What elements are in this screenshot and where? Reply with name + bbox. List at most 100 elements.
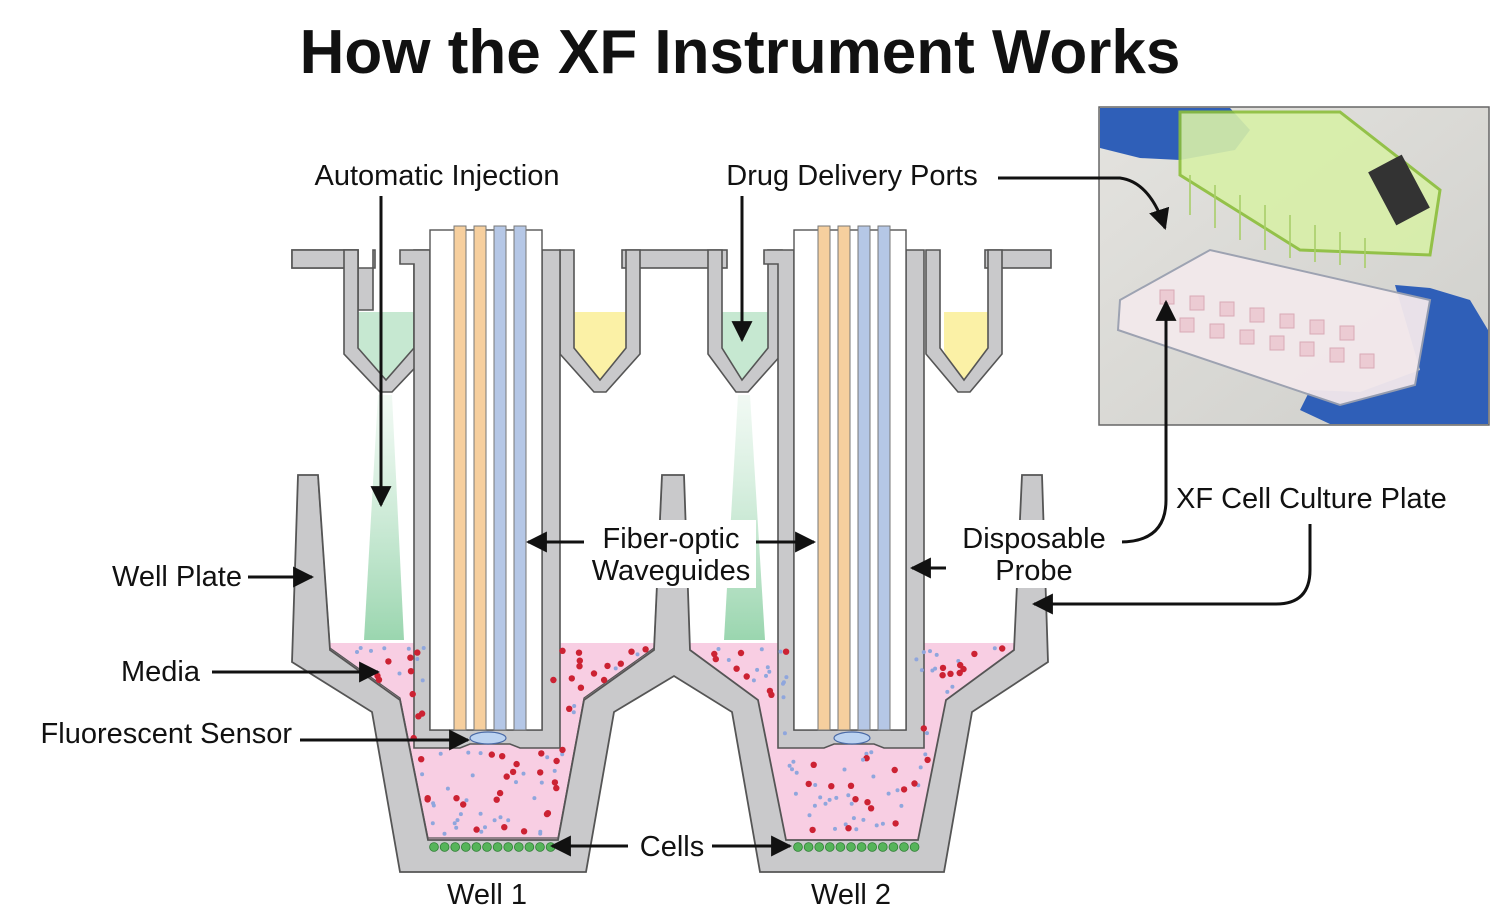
particle-red <box>733 665 740 672</box>
particle-red <box>568 675 575 682</box>
particle-blue <box>781 681 785 686</box>
particle-red <box>852 796 859 803</box>
particle-blue <box>415 657 420 661</box>
particle-red <box>805 780 812 788</box>
particle-red <box>828 783 835 790</box>
particle-red <box>460 801 467 808</box>
particle-red <box>453 795 460 802</box>
particle-blue <box>851 816 856 821</box>
label-media: Media <box>121 656 201 688</box>
particle-blue <box>442 831 447 836</box>
particle-red <box>711 650 718 658</box>
particle-blue <box>854 827 859 832</box>
particle-blue <box>793 791 798 796</box>
particle-blue <box>813 783 818 787</box>
arrows <box>212 176 1312 857</box>
cell <box>824 842 835 852</box>
cell <box>793 842 803 852</box>
particle-blue <box>812 803 817 808</box>
drug-port-4 <box>925 249 1003 393</box>
particle-red <box>501 824 508 831</box>
particle-blue <box>755 667 760 672</box>
label-xf-cell-culture-plate: XF Cell Culture Plate <box>1176 483 1447 515</box>
particle-blue <box>764 673 768 678</box>
particle-blue <box>759 647 764 652</box>
particle-blue <box>445 786 450 791</box>
particle-blue <box>930 668 935 673</box>
particle-blue <box>483 825 487 830</box>
particle-blue <box>613 666 618 671</box>
cell <box>899 842 909 852</box>
particle-red <box>737 649 745 657</box>
particle-red <box>559 746 566 754</box>
particle-blue <box>355 650 359 654</box>
particle-blue <box>552 768 557 773</box>
particle-blue <box>397 671 402 676</box>
page-title: How the XF Instrument Works <box>300 18 1181 87</box>
particle-red <box>617 660 624 667</box>
particle-blue <box>560 752 565 757</box>
particle-red <box>575 649 583 656</box>
particle-blue <box>572 704 577 708</box>
particle-blue <box>833 826 837 831</box>
particle-red <box>385 658 392 665</box>
label-drug-delivery-ports: Drug Delivery Ports <box>726 160 977 192</box>
particle-red <box>488 751 495 758</box>
particle-blue <box>871 774 876 779</box>
particle-blue <box>874 823 879 828</box>
disposable-probe-2 <box>763 225 925 749</box>
particle-red <box>712 655 719 663</box>
particle-blue <box>382 646 387 651</box>
particle-red <box>642 646 649 653</box>
particle-red <box>956 669 963 677</box>
injection-beam-1 <box>364 395 404 640</box>
particle-blue <box>470 773 475 778</box>
particle-red <box>576 663 583 670</box>
particle-blue <box>452 821 457 826</box>
particle-red <box>957 661 964 669</box>
particle-red <box>520 828 528 835</box>
particle-red <box>867 805 875 812</box>
particle-blue <box>431 803 436 808</box>
particle-red <box>414 649 421 656</box>
label-fiber-optic: Fiber-optic <box>603 523 740 555</box>
particle-blue <box>861 757 865 762</box>
particle-blue <box>538 829 543 834</box>
particle-blue <box>925 731 929 736</box>
particle-blue <box>956 659 961 663</box>
particle-red <box>543 810 551 818</box>
cell <box>524 842 535 852</box>
particle-blue <box>818 795 823 800</box>
particle-red <box>924 756 931 764</box>
particle-blue <box>861 817 866 822</box>
particle-red <box>920 725 927 732</box>
particle-blue <box>420 772 425 777</box>
particle-red <box>863 755 870 762</box>
particle-red <box>407 668 415 675</box>
particle-red <box>810 761 817 768</box>
cell <box>856 842 867 852</box>
particle-blue <box>880 821 885 826</box>
particle-blue <box>781 695 786 700</box>
drug-port-2 <box>559 249 641 393</box>
particle-blue <box>919 668 924 673</box>
particle-red <box>600 676 608 684</box>
particle-blue <box>895 788 900 793</box>
cells-label-bg <box>630 828 712 864</box>
particle-red <box>911 780 918 787</box>
fluorescent-sensor-2 <box>833 731 871 745</box>
particle-blue <box>635 652 640 657</box>
particle-blue <box>498 815 503 820</box>
particle-red <box>513 760 520 768</box>
particle-blue <box>358 646 363 650</box>
cell <box>450 842 461 852</box>
particle-red <box>900 786 908 793</box>
particle-blue <box>406 646 411 651</box>
particle-red <box>845 825 852 832</box>
particle-blue <box>478 751 483 756</box>
particle-blue <box>716 647 721 651</box>
particle-red <box>939 672 946 679</box>
particle-blue <box>849 801 854 806</box>
cell <box>482 842 492 852</box>
